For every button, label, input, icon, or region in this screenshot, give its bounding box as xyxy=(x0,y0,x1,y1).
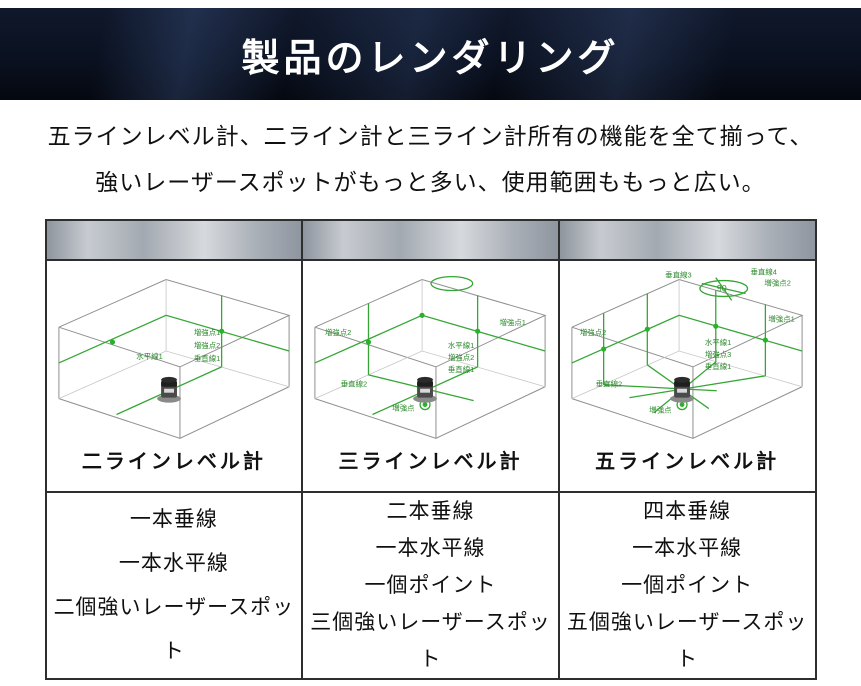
diagram-label: 垂直線1 xyxy=(194,353,220,363)
diagram-label: 垂直線3 xyxy=(665,270,691,280)
diagram-label: 増強点2 xyxy=(325,327,351,337)
feature-line: 一個ポイント xyxy=(364,574,497,597)
intro-line-1: 五ラインレベル計、二ライン計と三ライン計所有の機能を全て揃って、 xyxy=(47,123,814,149)
laser-spot xyxy=(644,326,651,332)
laser-spot xyxy=(109,339,115,345)
page: 製品のレンダリング 五ラインレベル計、二ライン計と三ライン計所有の機能を全て揃っ… xyxy=(0,8,861,680)
header-cell-1 xyxy=(44,219,304,261)
laser-device xyxy=(413,376,438,403)
feature-line: 四本垂線 xyxy=(643,500,732,523)
diagram-label: 垂直線2 xyxy=(341,379,367,389)
feature-line: 五個強いレーザースポット xyxy=(566,611,808,671)
floor-laser-line xyxy=(629,375,766,399)
floor-laser-line xyxy=(603,384,717,392)
table-image-row: 増強点1 水平線1 増強点2 垂直線1 二ラインレベル計 xyxy=(44,259,817,493)
isometric-room-diagram-three-line: 増強点2 垂直線2 増強点 水平線1 増強点2 増強点1 垂直線1 xyxy=(314,275,547,439)
laser-spot xyxy=(762,337,769,343)
diagram-label: 水平線1 xyxy=(448,340,474,350)
diagram-label: 増強点2 xyxy=(765,278,791,288)
laser-spot xyxy=(419,312,426,318)
diagram-label: 増強点2 xyxy=(580,327,606,337)
intro-line-2: 強いレーザースポットがもっと多い、使用範囲ももっと広い。 xyxy=(95,169,766,195)
diagram-label: 増強点 xyxy=(649,405,672,415)
feature-line: 一本水平線 xyxy=(118,551,229,575)
diagram-label: 垂直線1 xyxy=(448,364,474,374)
plumb-point xyxy=(423,402,428,407)
feature-line: 一本水平線 xyxy=(375,537,486,560)
ceiling-laser-circle xyxy=(699,279,749,298)
diagram-label: 増強点1 xyxy=(194,327,220,337)
feature-line: 一本水平線 xyxy=(632,537,743,560)
ceiling-laser-circle xyxy=(430,275,474,292)
banner: 製品のレンダリング xyxy=(0,8,861,100)
banner-title: 製品のレンダリング xyxy=(241,37,620,80)
feature-line: 一本垂線 xyxy=(129,507,218,531)
product-cell-three-line: 増強点2 垂直線2 増強点 水平線1 増強点2 増強点1 垂直線1 三ラインレベ… xyxy=(301,259,560,493)
laser-spot xyxy=(218,328,225,334)
product-cell-five-line: 垂直線3 90 垂直線4 増強点2 増強点2 垂直線2 増強点 水平線1 増強点… xyxy=(557,259,817,493)
product-cell-two-line: 増強点1 水平線1 増強点2 垂直線1 二ラインレベル計 xyxy=(44,259,304,493)
feature-line: 三個強いレーザースポット xyxy=(310,611,551,671)
laser-spot xyxy=(366,339,372,345)
diagram-label: 90 xyxy=(717,283,727,293)
diagram-label: 増強点2 xyxy=(194,340,220,350)
header-cell-2 xyxy=(301,219,560,261)
header-cell-3 xyxy=(557,219,817,261)
diagram-label: 垂直線2 xyxy=(596,379,622,389)
table-header-row xyxy=(44,219,817,261)
feature-line: 二本垂線 xyxy=(386,500,475,523)
feature-cell-five-line: 四本垂線 一本水平線 一個ポイント 五個強いレーザースポット xyxy=(557,491,817,680)
diagram-label: 垂直線4 xyxy=(751,267,777,277)
diagram-label: 増強点 xyxy=(393,403,416,413)
isometric-room-diagram-five-line: 垂直線3 90 垂直線4 増強点2 増強点2 垂直線2 増強点 水平線1 増強点… xyxy=(571,267,804,439)
feature-line: 二個強いレーザースポット xyxy=(53,595,295,663)
isometric-room-diagram-two-line: 増強点1 水平線1 増強点2 垂直線1 xyxy=(58,279,291,439)
laser-device xyxy=(670,376,695,403)
laser-device xyxy=(156,376,181,403)
diagram-label: 水平線1 xyxy=(136,351,162,361)
ceiling-cross-line xyxy=(715,277,733,301)
product-caption-two-line: 二ラインレベル計 xyxy=(81,451,266,473)
laser-spot xyxy=(475,328,481,334)
diagram-label: 垂直線1 xyxy=(705,361,731,371)
product-caption-three-line: 三ラインレベル計 xyxy=(338,451,523,473)
intro-text: 五ラインレベル計、二ライン計と三ライン計所有の機能を全て揃って、 強いレーザース… xyxy=(0,100,861,205)
diagram-label: 増強点1 xyxy=(500,317,526,327)
product-caption-five-line: 五ラインレベル計 xyxy=(595,451,780,473)
comparison-table: 増強点1 水平線1 増強点2 垂直線1 二ラインレベル計 xyxy=(44,219,817,680)
laser-spot xyxy=(713,323,719,329)
diagram-label: 水平線1 xyxy=(705,337,731,347)
horizontal-laser-line xyxy=(571,314,803,364)
diagram-label: 増強点1 xyxy=(769,313,795,323)
feature-cell-two-line: 一本垂線 一本水平線 二個強いレーザースポット xyxy=(44,491,304,680)
plumb-point xyxy=(679,402,685,407)
diagram-label: 増強点3 xyxy=(705,349,731,359)
table-feature-row: 一本垂線 一本水平線 二個強いレーザースポット 二本垂線 一本水平線 一個ポイン… xyxy=(44,491,817,680)
feature-line: 一個ポイント xyxy=(621,574,754,597)
feature-cell-three-line: 二本垂線 一本水平線 一個ポイント 三個強いレーザースポット xyxy=(301,491,560,680)
diagram-label: 増強点2 xyxy=(448,352,474,362)
horizontal-laser-line xyxy=(58,314,290,364)
laser-spot xyxy=(601,346,607,352)
